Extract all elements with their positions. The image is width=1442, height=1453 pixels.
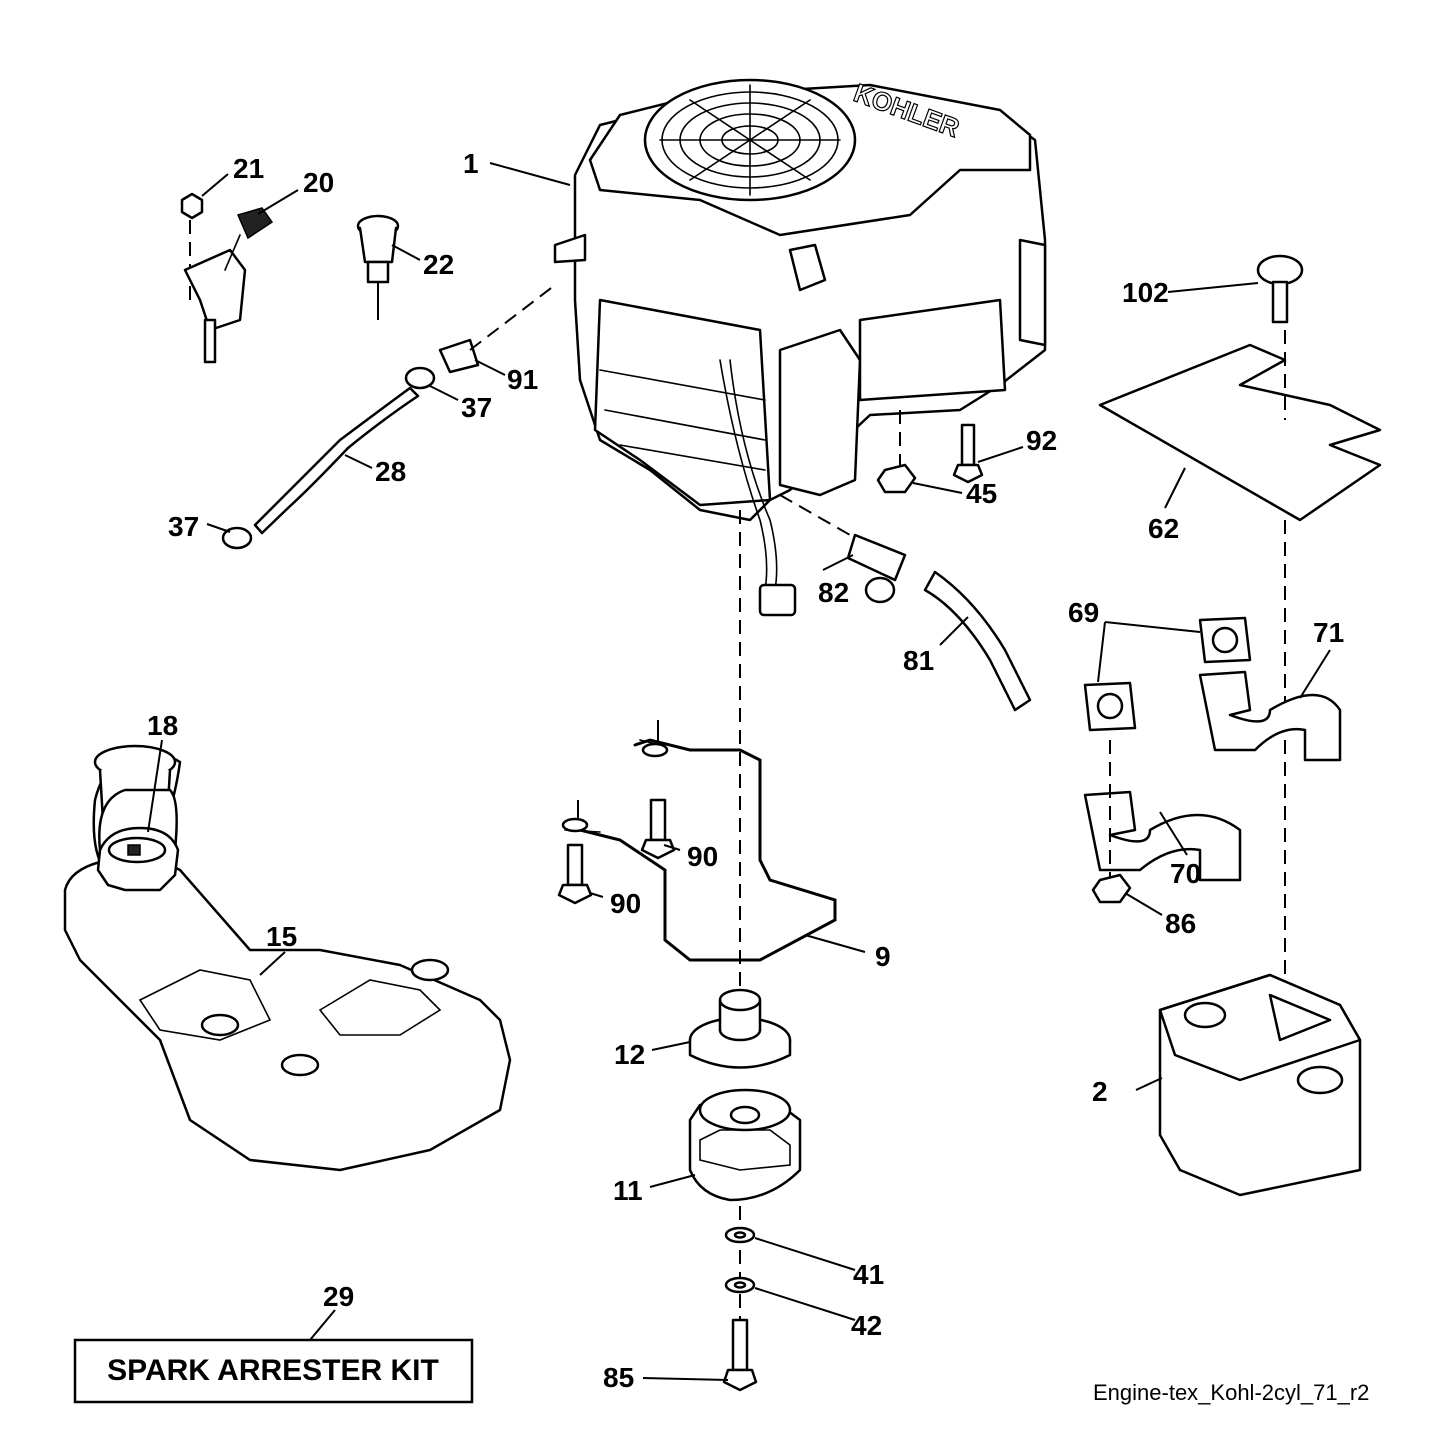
callout-37-top: 37 <box>461 392 492 423</box>
muffler <box>1158 973 1362 1197</box>
callout-62: 62 <box>1148 513 1179 544</box>
exhaust-gaskets-and-pipes <box>1083 616 1342 904</box>
callout-1: 1 <box>463 148 479 179</box>
callout-18: 18 <box>147 710 178 741</box>
callout-92: 92 <box>1026 425 1057 456</box>
callout-11: 11 <box>613 1175 643 1206</box>
engine-assembly: KOHLER <box>553 77 1047 617</box>
fuel-cap <box>96 788 180 892</box>
belt-guide-bracket <box>557 720 837 962</box>
callout-21: 21 <box>233 153 264 184</box>
callout-91: 91 <box>507 364 538 395</box>
dipstick <box>356 214 400 320</box>
callout-81: 81 <box>903 645 934 676</box>
callout-37-bottom: 37 <box>168 511 199 542</box>
callout-41: 41 <box>853 1259 884 1290</box>
callout-82: 82 <box>818 577 849 608</box>
engine-bolt-and-nut <box>876 410 984 494</box>
callout-22: 22 <box>423 249 454 280</box>
washers <box>724 1226 756 1294</box>
callout-29: 29 <box>323 1281 354 1312</box>
callout-90-bottom: 90 <box>610 888 641 919</box>
throttle-control <box>180 192 274 364</box>
callout-15: 15 <box>266 921 297 952</box>
callout-20: 20 <box>303 167 334 198</box>
clutch-bolt <box>722 1318 758 1392</box>
callout-71: 71 <box>1313 617 1344 648</box>
callout-2: 2 <box>1092 1076 1108 1107</box>
callout-12: 12 <box>614 1039 645 1070</box>
callout-labels: 1 21 20 22 91 37 28 37 92 45 102 62 69 7… <box>147 148 1344 1393</box>
drawing-id: Engine-tex_Kohl-2cyl_71_r2 <box>1093 1380 1369 1405</box>
callout-69: 69 <box>1068 597 1099 628</box>
spark-arrester-kit-label: SPARK ARRESTER KIT <box>107 1354 439 1387</box>
callout-28: 28 <box>375 456 406 487</box>
fuel-line <box>221 284 556 550</box>
fuel-filter <box>779 494 1032 712</box>
electric-clutch <box>688 1088 802 1202</box>
callout-85: 85 <box>603 1362 634 1393</box>
callout-90-top: 90 <box>687 841 718 872</box>
callout-9: 9 <box>875 941 891 972</box>
leader-lines <box>147 162 1331 1381</box>
callout-86: 86 <box>1165 908 1196 939</box>
heat-shield <box>1098 254 1382 985</box>
callout-70: 70 <box>1170 858 1201 889</box>
spark-arrester-kit-box: SPARK ARRESTER KIT <box>73 1338 474 1404</box>
callout-42: 42 <box>851 1310 882 1341</box>
callout-102: 102 <box>1122 277 1169 308</box>
pulley <box>688 988 792 1069</box>
callout-45: 45 <box>966 478 997 509</box>
